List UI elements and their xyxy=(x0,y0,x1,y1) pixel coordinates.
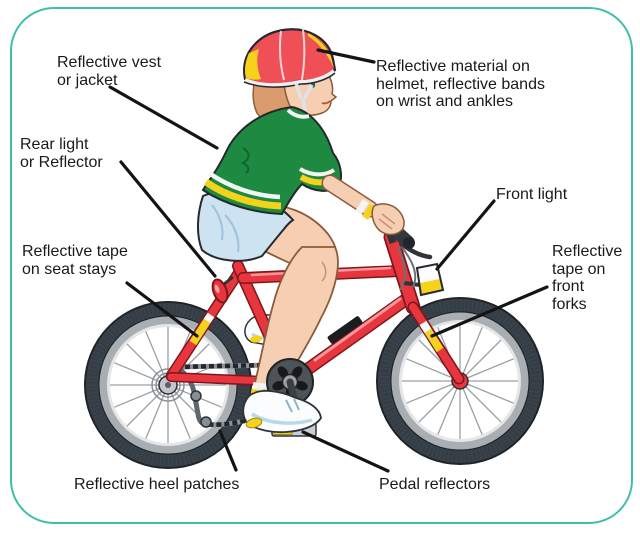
wrist-band-reflective xyxy=(362,204,376,220)
rider-arm xyxy=(321,174,405,236)
front-wheel xyxy=(376,297,544,465)
helmet-reflective-strip-front xyxy=(308,33,334,68)
shirt-reflective-stripe-hem xyxy=(203,179,282,210)
leader-line-front-light xyxy=(435,199,496,271)
label-seat-stays-tape: Reflective tape on seat stays xyxy=(22,243,128,278)
leader-line-vest xyxy=(108,85,219,150)
chin-strap xyxy=(294,82,314,111)
frame-pump xyxy=(327,316,363,344)
rear-reflector xyxy=(211,275,234,304)
near-pedal-and-shoe xyxy=(242,390,322,437)
leader-line-helmet xyxy=(316,48,376,64)
leader-line-front-forks xyxy=(430,285,549,338)
leader-lines xyxy=(108,48,549,473)
label-front-light: Front light xyxy=(496,186,568,203)
label-pedal-reflectors: Pedal reflectors xyxy=(379,476,491,493)
diagram-border xyxy=(10,7,633,524)
leader-line-heel-patches xyxy=(218,429,238,472)
label-heel-patches: Reflective heel patches xyxy=(74,476,240,493)
label-rear-light: Rear light or Reflector xyxy=(20,136,103,171)
label-front-forks-tape: Reflective tape on front forks xyxy=(552,243,623,313)
leader-line-pedal-reflectors xyxy=(301,430,390,473)
leader-line-rear-light xyxy=(119,160,217,278)
helmet-reflective-strip-back xyxy=(245,49,261,80)
shirt xyxy=(201,105,342,216)
heel-reflective-patch xyxy=(245,417,263,429)
label-reflective-vest: Reflective vest or jacket xyxy=(57,54,162,89)
front-light xyxy=(403,262,445,297)
leader-line-seat-stays xyxy=(125,281,199,338)
wrist-band-white xyxy=(355,199,369,215)
label-reflective-helmet-material: Reflective material on helmet, reflectiv… xyxy=(376,58,545,110)
